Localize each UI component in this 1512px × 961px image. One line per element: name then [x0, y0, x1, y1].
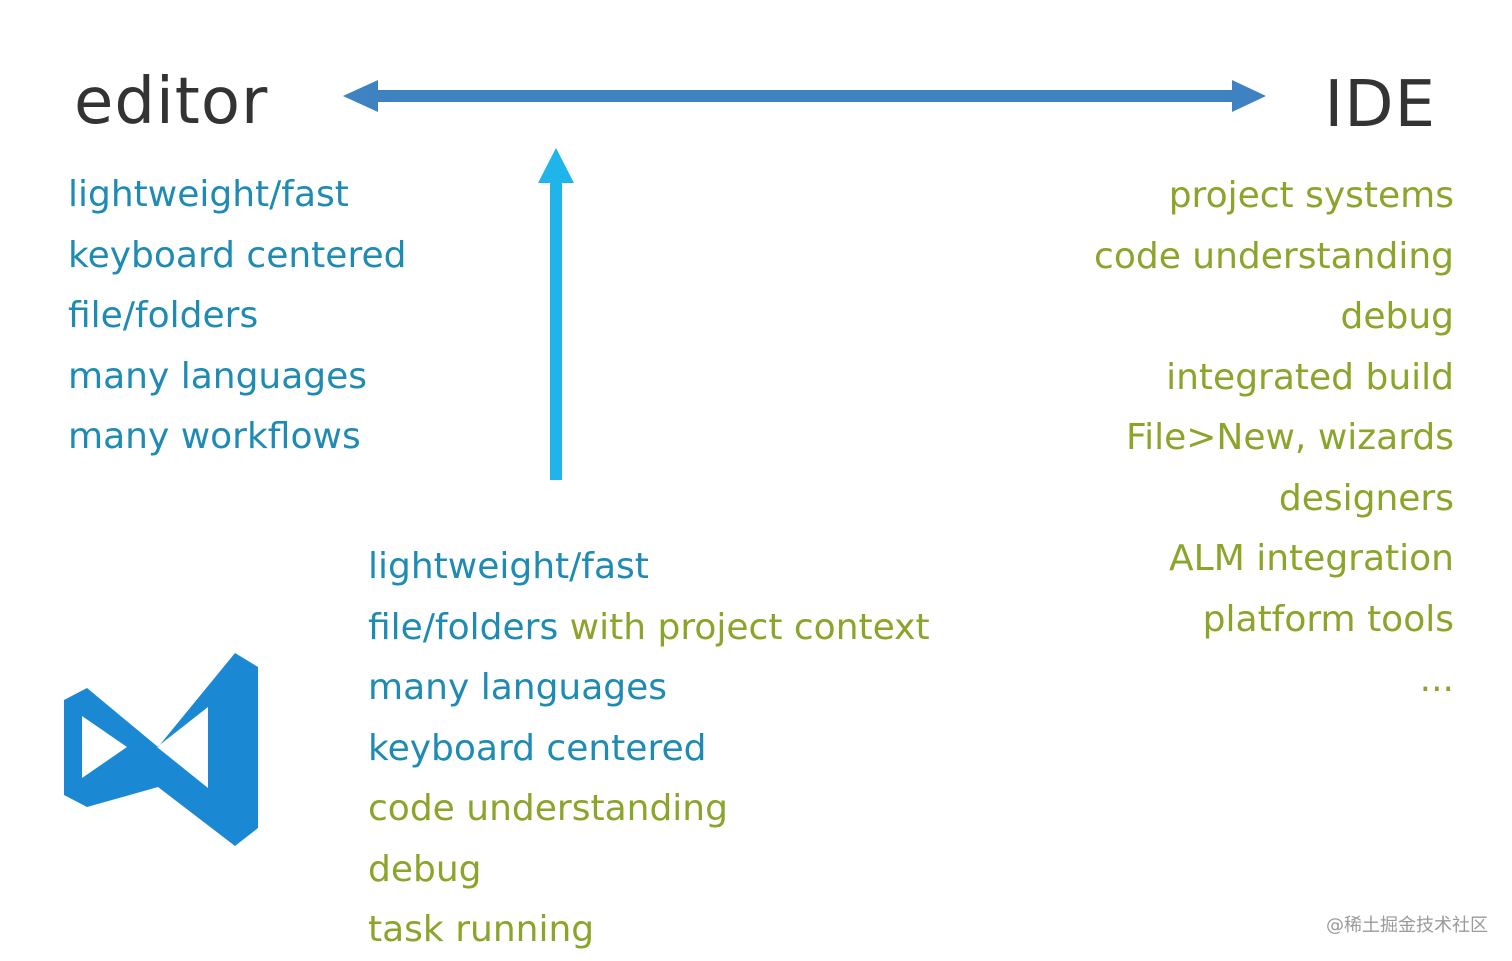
vscode-trait: lightweight/fast — [368, 546, 649, 587]
vscode-trait-part: file/folders — [368, 606, 559, 648]
vscode-trait: debug — [368, 848, 482, 890]
vscode-trait: keyboard centered — [368, 727, 707, 769]
editor-trait: file/folders — [68, 295, 259, 336]
editor-trait: many languages — [68, 355, 368, 397]
vscode-traits-list: lightweight/fast file/folders with proje… — [368, 537, 930, 961]
ide-trait: integrated build — [1166, 356, 1454, 398]
editor-traits-list: lightweight/fast keyboard centered file/… — [68, 165, 406, 468]
editor-heading: editor — [74, 65, 269, 139]
ide-trait: ... — [1419, 659, 1454, 700]
spectrum-double-arrow — [343, 80, 1266, 112]
ide-trait: code understanding — [1094, 235, 1454, 277]
ide-trait: project systems — [1168, 175, 1454, 216]
ide-traits-list: project systems code understanding debug… — [1094, 166, 1454, 711]
vscode-position-up-arrow — [538, 148, 574, 480]
editor-trait: lightweight/fast — [68, 174, 349, 215]
editor-trait: keyboard centered — [68, 234, 407, 276]
vscode-trait: file/folders with project context — [368, 598, 930, 659]
editor-trait: many workflows — [68, 416, 361, 457]
ide-trait: File>New, wizards — [1126, 417, 1454, 458]
ide-trait: debug — [1340, 296, 1454, 337]
vscode-trait: code understanding — [368, 788, 728, 829]
vscode-trait: task running — [368, 909, 595, 950]
ide-trait: designers — [1278, 477, 1454, 519]
vscode-logo-icon — [64, 653, 258, 846]
vscode-trait: many languages — [368, 667, 668, 708]
watermark: @稀土掘金技术社区 — [1326, 915, 1488, 936]
ide-trait: ALM integration — [1169, 538, 1454, 579]
ide-trait: platform tools — [1202, 598, 1454, 640]
vscode-trait-part: with project context — [558, 606, 930, 648]
ide-heading: IDE — [1324, 68, 1436, 142]
